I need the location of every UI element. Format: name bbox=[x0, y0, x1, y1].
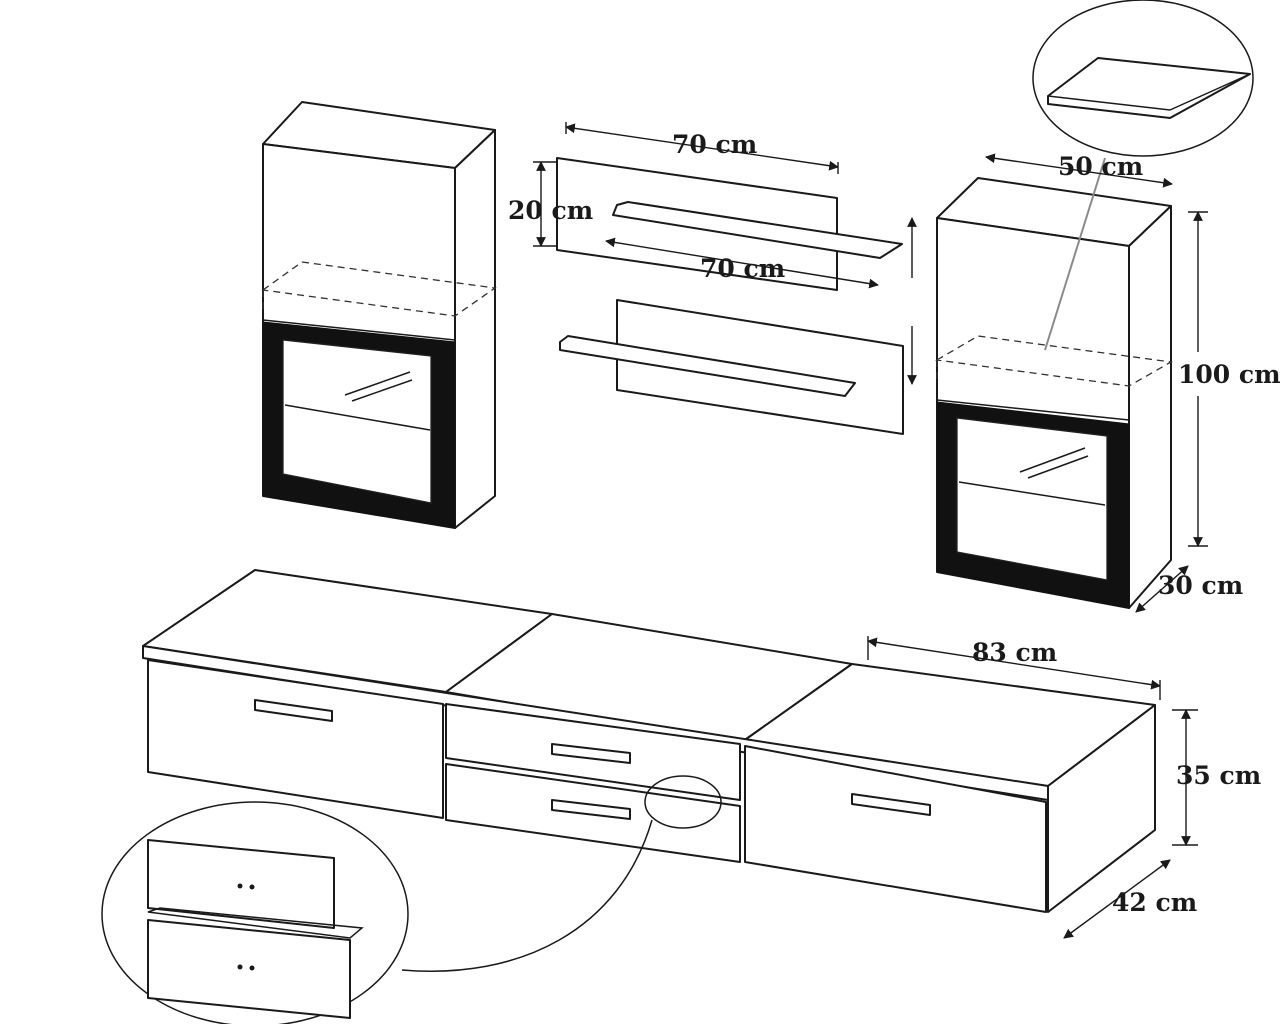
left-wall-cabinet bbox=[261, 101, 497, 529]
label-lowboard-width: 83 cm bbox=[972, 638, 1057, 667]
shelf-detail-callout bbox=[1032, 0, 1254, 351]
upper-drawer-handle bbox=[551, 743, 631, 764]
label-cabinet-width: 50 cm bbox=[1058, 152, 1143, 181]
right-wall-cabinet bbox=[935, 177, 1173, 609]
label-lowboard-depth: 42 cm bbox=[1112, 888, 1197, 917]
dimension-labels: 70 cm 20 cm 70 cm 50 cm 100 cm 30 cm 83 … bbox=[508, 130, 1280, 917]
right-drawer-handle bbox=[851, 793, 931, 816]
label-cabinet-depth: 30 cm bbox=[1158, 571, 1243, 600]
label-shelf-width: 70 cm bbox=[700, 254, 785, 283]
left-cabinet-glass-door bbox=[262, 321, 456, 529]
label-top-panel-width: 70 cm bbox=[672, 130, 757, 159]
lowboard bbox=[142, 569, 1156, 913]
left-drawer-handle bbox=[254, 699, 333, 722]
label-panel-height: 20 cm bbox=[508, 196, 593, 225]
right-cabinet-glass-door bbox=[936, 401, 1130, 609]
lower-wall-panel bbox=[559, 299, 904, 435]
label-cabinet-height: 100 cm bbox=[1178, 360, 1280, 389]
label-lowboard-height: 35 cm bbox=[1176, 761, 1261, 790]
drawer-detail-callout bbox=[101, 775, 722, 1024]
dimension-lines bbox=[533, 122, 1208, 939]
lower-drawer-handle bbox=[551, 799, 631, 820]
